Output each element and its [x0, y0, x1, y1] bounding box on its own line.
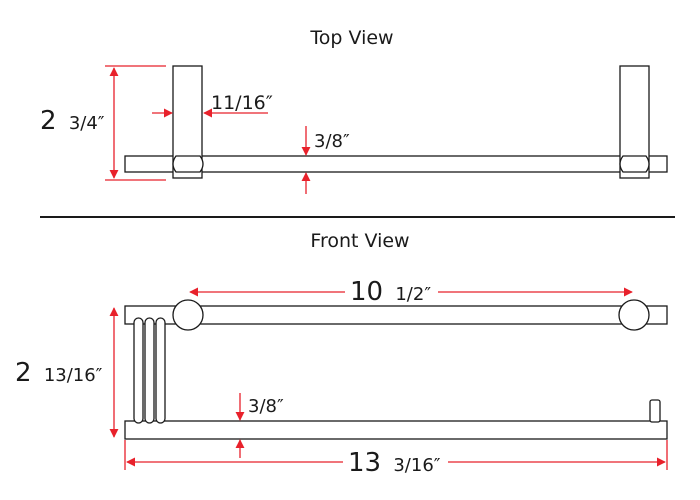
front-view-title: Front View: [310, 230, 409, 252]
front-overall-label: 13 3/16″: [348, 448, 441, 478]
top-view-bar-joint-right: [619, 155, 650, 173]
top-height-label: 2 3/4″: [40, 106, 105, 136]
front-view-top-bar: [124, 305, 668, 325]
top-view-bar-joint-left: [172, 155, 204, 173]
front-view-rod-2: [144, 317, 155, 424]
front-view-rod-3: [155, 317, 166, 424]
post-width-label: 11/16″: [211, 92, 273, 114]
top-view: Top View 2 3/4″ 11/16″ 3/8″: [40, 27, 668, 194]
front-center-label: 10 1/2″: [350, 277, 431, 307]
top-height-frac: 3/4″: [69, 113, 105, 134]
front-view: Front View 10 1/2″ 2 13/16″ 3/8″: [15, 230, 668, 478]
top-view-title: Top View: [309, 27, 393, 49]
front-overall-whole: 13: [348, 448, 381, 478]
front-center-frac: 1/2″: [395, 284, 431, 305]
top-view-bar: [124, 155, 668, 173]
front-view-left-knob: [172, 299, 204, 331]
top-bar-dia-label: 3/8″: [314, 131, 350, 152]
front-overall-frac: 3/16″: [393, 455, 440, 476]
front-center-whole: 10: [350, 277, 383, 307]
front-view-bottom-bar: [124, 420, 668, 440]
top-height-whole: 2: [40, 106, 57, 136]
front-bar-dia-label: 3/8″: [248, 396, 284, 417]
front-view-right-knob: [618, 299, 650, 331]
front-height-frac: 13/16″: [44, 365, 103, 386]
front-view-end-stop: [649, 399, 661, 423]
front-height-whole: 2: [15, 358, 32, 388]
front-view-rod-1: [133, 317, 144, 424]
front-height-label: 2 13/16″: [15, 358, 103, 388]
